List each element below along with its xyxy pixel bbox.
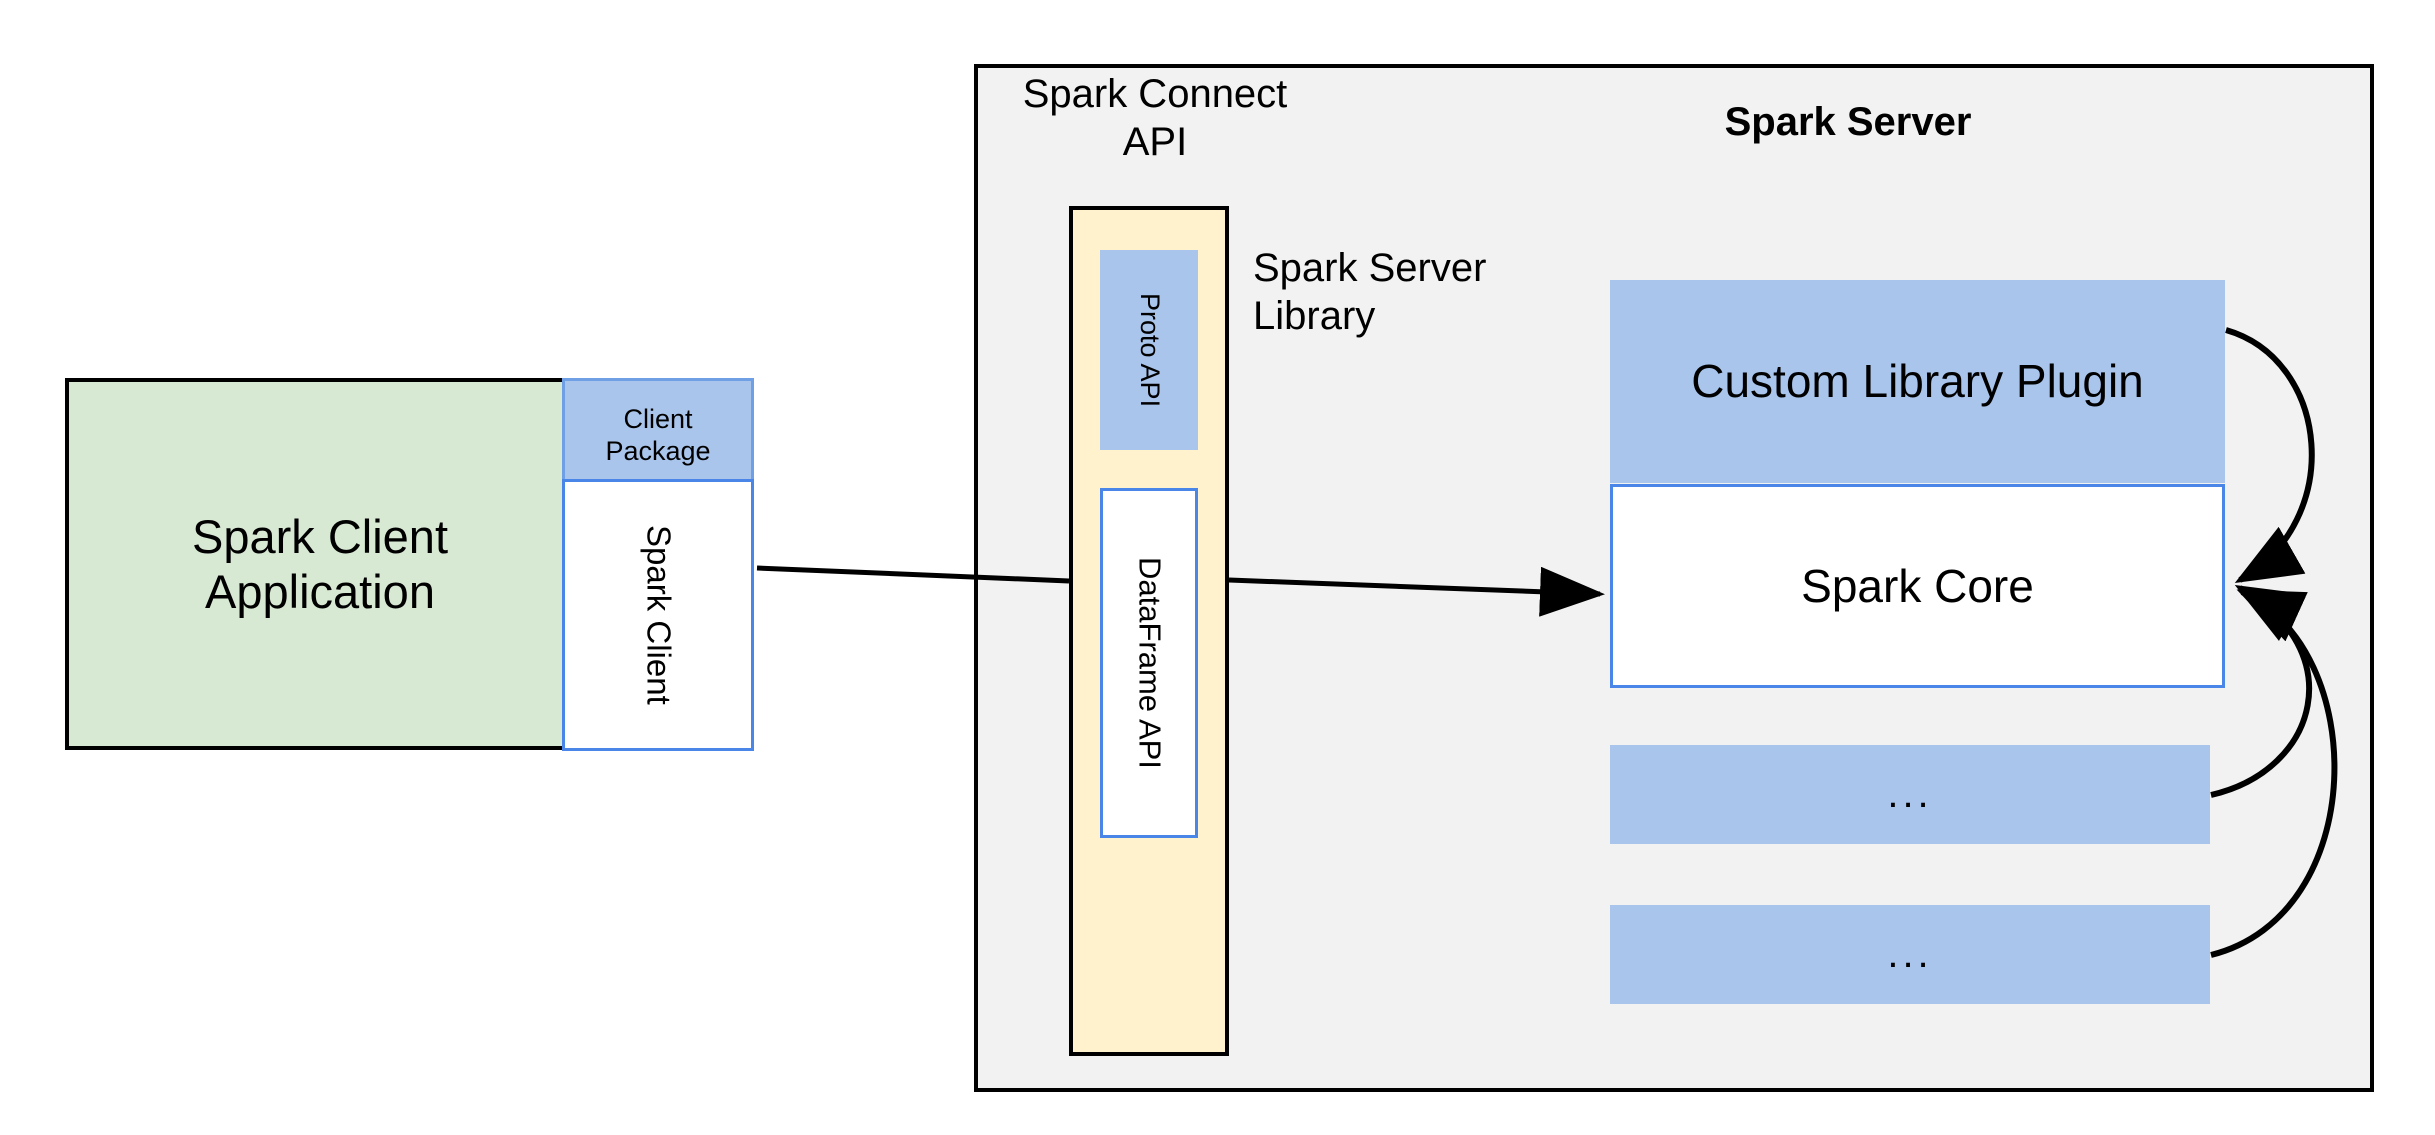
spark-server-library-label: Spark Server Library — [1253, 246, 1487, 338]
spark-client-application-box[interactable]: Spark Client Application — [65, 378, 575, 750]
spark-core-box[interactable]: Spark Core — [1610, 484, 2225, 688]
dataframe-api-box[interactable]: DataFrame API — [1100, 488, 1198, 838]
client-package-box[interactable]: Client Package — [562, 378, 754, 490]
dataframe-api-label: DataFrame API — [1132, 557, 1168, 769]
spark-client-label: Spark Client — [640, 525, 678, 705]
ellipsis-box-two[interactable]: ... — [1610, 905, 2210, 1004]
spark-server-title: Spark Server — [1724, 100, 1972, 144]
custom-library-plugin-box[interactable]: Custom Library Plugin — [1610, 280, 2225, 483]
proto-api-label: Proto API — [1134, 292, 1165, 408]
ellipsis-box-one[interactable]: ... — [1610, 745, 2210, 844]
spark-connect-api-label: Spark Connect API — [1022, 72, 1288, 164]
proto-api-box[interactable]: Proto API — [1100, 250, 1198, 450]
spark-client-box[interactable]: Spark Client — [562, 479, 754, 751]
